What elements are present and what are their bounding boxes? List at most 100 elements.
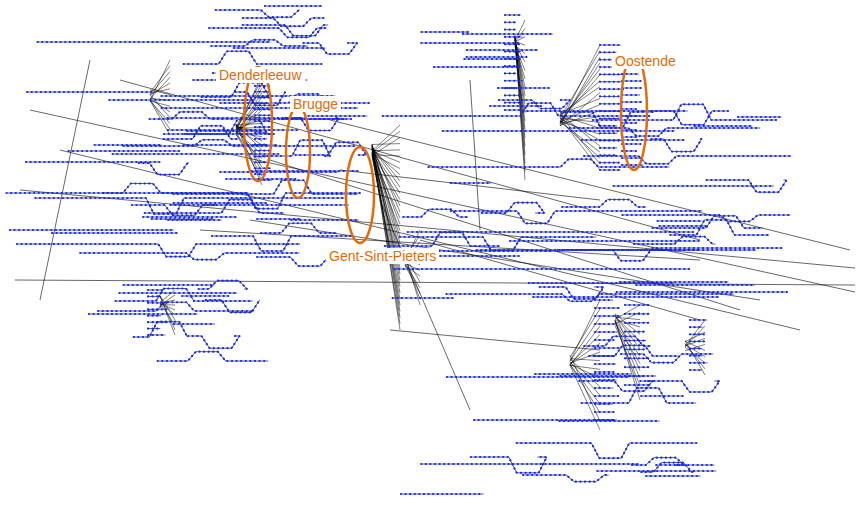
station-ellipse bbox=[621, 54, 647, 170]
track-line bbox=[421, 32, 469, 33]
track-line bbox=[255, 91, 270, 92]
track-line bbox=[220, 172, 339, 173]
track-line bbox=[308, 116, 367, 117]
track-line bbox=[428, 159, 669, 167]
track-line bbox=[636, 285, 754, 286]
track-line bbox=[641, 463, 693, 472]
track-nodes bbox=[690, 326, 703, 328]
track-nodes bbox=[119, 292, 237, 294]
track-nodes bbox=[143, 216, 236, 218]
track-line bbox=[600, 147, 617, 148]
track-line bbox=[625, 340, 646, 341]
track-nodes bbox=[182, 295, 228, 297]
track-line bbox=[164, 126, 239, 139]
track-line bbox=[595, 412, 614, 413]
track-nodes bbox=[641, 463, 693, 472]
station-label: Gent-Sint-Pieters bbox=[326, 248, 439, 264]
track-line bbox=[584, 156, 791, 164]
track-line bbox=[434, 67, 520, 68]
track-nodes bbox=[7, 183, 249, 193]
track-line bbox=[202, 83, 270, 97]
track-nodes bbox=[115, 288, 252, 301]
track-nodes bbox=[597, 470, 716, 472]
track-nodes bbox=[600, 95, 619, 97]
track-nodes bbox=[148, 289, 162, 291]
track-nodes bbox=[622, 215, 790, 221]
track-nodes bbox=[255, 167, 271, 169]
link-line bbox=[15, 280, 855, 285]
track-nodes bbox=[600, 147, 617, 149]
link-line bbox=[560, 69, 600, 121]
track-nodes bbox=[174, 323, 215, 325]
track-line bbox=[558, 250, 756, 261]
track-nodes bbox=[505, 94, 523, 96]
track-nodes bbox=[595, 395, 619, 397]
track-nodes bbox=[595, 299, 613, 301]
track-nodes bbox=[625, 348, 645, 350]
track-line bbox=[625, 349, 645, 350]
track-line bbox=[625, 367, 648, 368]
track-line bbox=[211, 40, 308, 46]
link-line bbox=[570, 362, 600, 396]
track-line bbox=[474, 420, 614, 421]
track-lines bbox=[7, 6, 792, 494]
track-nodes bbox=[625, 322, 648, 324]
track-line bbox=[560, 376, 656, 377]
track-nodes bbox=[261, 223, 336, 233]
station-label: Oostende bbox=[612, 53, 679, 69]
track-line bbox=[505, 73, 516, 74]
track-line bbox=[690, 320, 707, 321]
track-line bbox=[625, 305, 649, 306]
track-nodes bbox=[625, 366, 648, 368]
track-nodes bbox=[257, 257, 330, 266]
track-line bbox=[35, 198, 344, 214]
track-nodes bbox=[308, 115, 367, 117]
track-nodes bbox=[625, 339, 646, 341]
track-nodes bbox=[529, 282, 674, 284]
track-line bbox=[282, 119, 352, 120]
track-nodes bbox=[490, 105, 542, 107]
track-nodes bbox=[95, 144, 162, 146]
track-line bbox=[38, 42, 271, 43]
track-nodes bbox=[68, 150, 180, 152]
track-line bbox=[148, 290, 162, 291]
track-line bbox=[632, 458, 684, 465]
track-line bbox=[595, 372, 614, 373]
track-nodes bbox=[622, 143, 641, 145]
link-line bbox=[390, 330, 600, 350]
track-nodes bbox=[595, 315, 621, 317]
track-nodes bbox=[436, 255, 519, 257]
track-nodes bbox=[600, 169, 620, 171]
track-nodes bbox=[467, 49, 538, 51]
link-line bbox=[570, 352, 600, 363]
track-nodes bbox=[464, 58, 520, 60]
track-line bbox=[188, 336, 239, 348]
track-nodes bbox=[558, 250, 756, 261]
track-line bbox=[158, 352, 268, 361]
track-nodes bbox=[103, 193, 361, 209]
track-nodes bbox=[622, 87, 642, 89]
link-line bbox=[120, 80, 700, 240]
track-nodes bbox=[560, 375, 656, 377]
track-line bbox=[625, 313, 649, 314]
track-nodes bbox=[89, 313, 198, 315]
track-nodes bbox=[255, 149, 269, 151]
track-line bbox=[600, 81, 624, 82]
track-nodes bbox=[505, 36, 523, 38]
track-nodes bbox=[505, 72, 516, 74]
track-line bbox=[600, 162, 619, 163]
track-nodes bbox=[505, 14, 521, 16]
link-line bbox=[685, 326, 705, 347]
track-line bbox=[690, 370, 702, 371]
track-nodes bbox=[428, 159, 669, 167]
link-line bbox=[150, 90, 170, 95]
track-line bbox=[401, 494, 484, 495]
track-line bbox=[255, 109, 272, 110]
track-line bbox=[168, 130, 298, 131]
track-line bbox=[7, 183, 249, 193]
station-ellipse bbox=[346, 147, 374, 243]
track-nodes bbox=[255, 114, 272, 116]
track-line bbox=[595, 300, 613, 301]
track-line bbox=[464, 59, 520, 60]
